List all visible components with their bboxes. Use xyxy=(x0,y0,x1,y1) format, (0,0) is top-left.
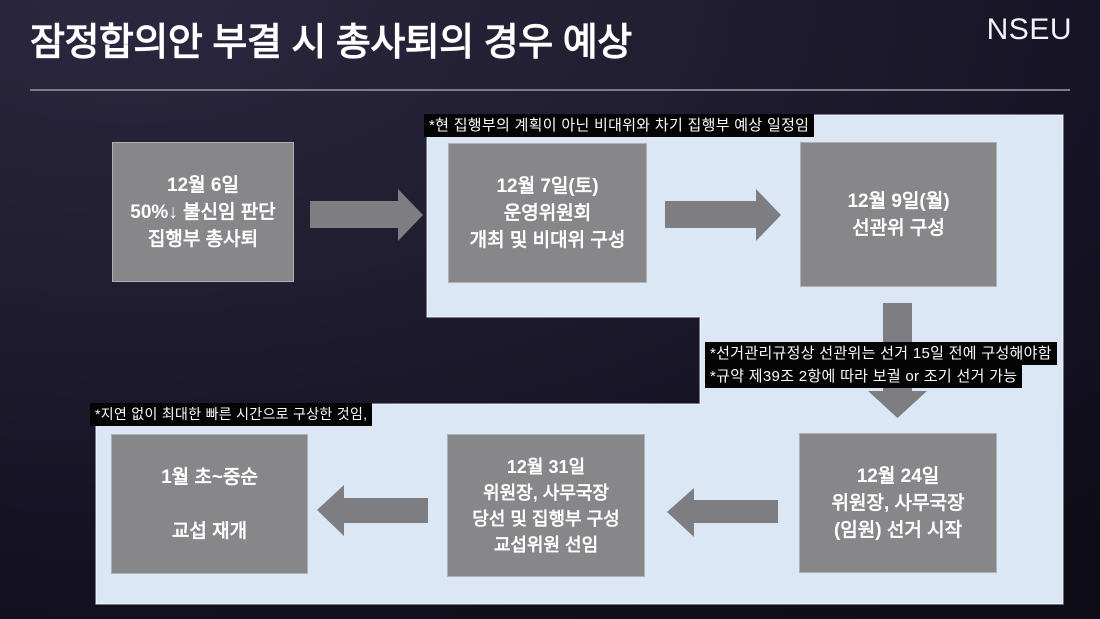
flow-box-step-4: 12월 24일 위원장, 사무국장 (임원) 선거 시작 xyxy=(799,433,997,573)
note-left-text: *지연 없이 최대한 빠른 시간으로 구상한 것임, xyxy=(90,403,373,426)
box-line: 12월 7일(토) xyxy=(496,175,599,197)
box-line: 교섭 재개 xyxy=(171,520,248,542)
arrow-left-2 xyxy=(317,485,428,536)
note-top-text: *현 집행부의 계획이 아닌 비대위와 차기 집행부 예상 일정임 xyxy=(424,114,815,137)
box-line: 12월 9일(월) xyxy=(847,190,950,212)
note-mid-line-2: *규약 제39조 2항에 따라 보궐 or 조기 선거 가능 xyxy=(705,365,1023,388)
box-line: 운영위원회 xyxy=(503,202,592,224)
box-line: 12월 6일 xyxy=(167,174,239,196)
flow-box-step-1: 12월 6일 50%↓ 불신임 판단 집행부 총사퇴 xyxy=(112,142,294,282)
box-line: 위원장, 사무국장 xyxy=(831,492,965,514)
box-line: (임원) 선거 시작 xyxy=(833,519,963,541)
box-line: 교섭위원 선임 xyxy=(493,534,599,555)
flow-box-step-2: 12월 7일(토) 운영위원회 개최 및 비대위 구성 xyxy=(448,143,647,283)
flow-box-step-3: 12월 9일(월) 선관위 구성 xyxy=(800,142,997,287)
box-line: 12월 24일 xyxy=(856,465,940,487)
arrow-left-1 xyxy=(667,488,778,537)
note-top: *현 집행부의 계획이 아닌 비대위와 차기 집행부 예상 일정임 xyxy=(424,114,815,137)
note-no-delay: *지연 없이 최대한 빠른 시간으로 구상한 것임, xyxy=(90,403,373,426)
note-mid-line-1: *선거관리규정상 선관위는 선거 15일 전에 구성해야함 xyxy=(705,342,1057,365)
box-line: 집행부 총사퇴 xyxy=(147,228,259,250)
box-line: 당선 및 집행부 구성 xyxy=(472,508,620,529)
box-line: 선관위 구성 xyxy=(852,217,945,239)
box-line: 개최 및 비대위 구성 xyxy=(469,229,626,251)
flow-box-step-5: 12월 31일 위원장, 사무국장 당선 및 집행부 구성 교섭위원 선임 xyxy=(447,434,645,577)
box-line: 12월 31일 xyxy=(506,456,586,477)
arrow-right-1 xyxy=(310,189,423,241)
box-line xyxy=(112,491,307,518)
title-divider xyxy=(30,89,1070,91)
page-title: 잠정합의안 부결 시 총사퇴의 경우 예상 xyxy=(30,22,632,64)
note-election-rules: *선거관리규정상 선관위는 선거 15일 전에 구성해야함 *규약 제39조 2… xyxy=(705,342,1057,388)
box-line: 위원장, 사무국장 xyxy=(483,482,609,503)
arrow-right-2 xyxy=(665,189,781,241)
box-line: 50%↓ 불신임 판단 xyxy=(130,201,276,223)
nseu-logo: NSEU xyxy=(986,13,1072,46)
box-line: 1월 초~중순 xyxy=(161,466,258,488)
flow-box-step-6: 1월 초~중순 교섭 재개 xyxy=(111,434,308,574)
